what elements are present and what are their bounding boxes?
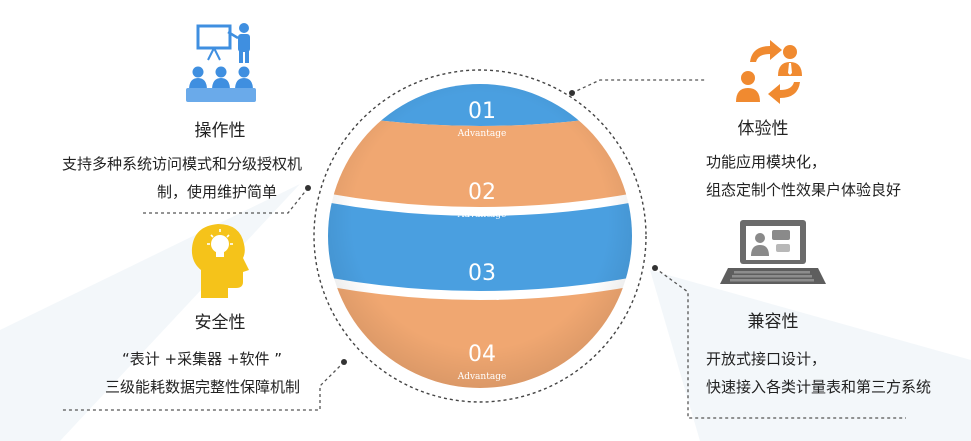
- compatibility-description: 开放式接口设计， 快速接入各类计量表和第三方系统: [706, 345, 968, 401]
- band-number: 01: [468, 99, 496, 124]
- description-line: 组态定制个性效果户体验良好: [706, 181, 902, 199]
- user-exchange-icon: [736, 40, 802, 104]
- connector-experience: [571, 79, 705, 94]
- band-number: 02: [468, 180, 496, 205]
- description-line: 快速接入各类计量表和第三方系统: [706, 378, 932, 396]
- band-label: Advantage: [457, 291, 507, 301]
- band-number: 03: [468, 261, 496, 286]
- description-line: 开放式接口设计，: [706, 350, 827, 368]
- band-label: Advantage: [457, 372, 507, 382]
- experience-title: 体验性: [737, 119, 789, 139]
- laptop-chat-icon: [720, 220, 826, 284]
- connector-operability: [140, 187, 309, 214]
- connector-compatibility: [654, 267, 906, 419]
- description-line: 支持多种系统访问模式和分级授权机: [61, 155, 302, 173]
- description-line: 功能应用模块化，: [706, 153, 827, 171]
- operability-title: 操作性: [194, 121, 246, 141]
- description-line: 制，使用维护简单: [156, 183, 277, 201]
- band-number: 04: [468, 342, 496, 367]
- head-lightbulb-icon: [191, 224, 249, 298]
- band-label: Advantage: [457, 210, 507, 220]
- outer-dashed-ring: [313, 69, 647, 403]
- security-description: “表计 +采集器 +软件 ” 三级能耗数据完整性保障机制: [20, 345, 300, 401]
- connector-security: [60, 361, 345, 411]
- presentation-icon: [186, 23, 256, 102]
- compatibility-title: 兼容性: [747, 312, 799, 332]
- security-title: 安全性: [194, 313, 246, 333]
- operability-description: 支持多种系统访问模式和分级授权机 制，使用维护简单: [2, 150, 302, 206]
- experience-description: 功能应用模块化， 组态定制个性效果户体验良好: [706, 148, 966, 204]
- sphere: [328, 84, 632, 388]
- description-line: 三级能耗数据完整性保障机制: [104, 378, 300, 396]
- band-label: Advantage: [457, 129, 507, 139]
- description-line: “表计 +采集器 +软件 ”: [122, 350, 282, 368]
